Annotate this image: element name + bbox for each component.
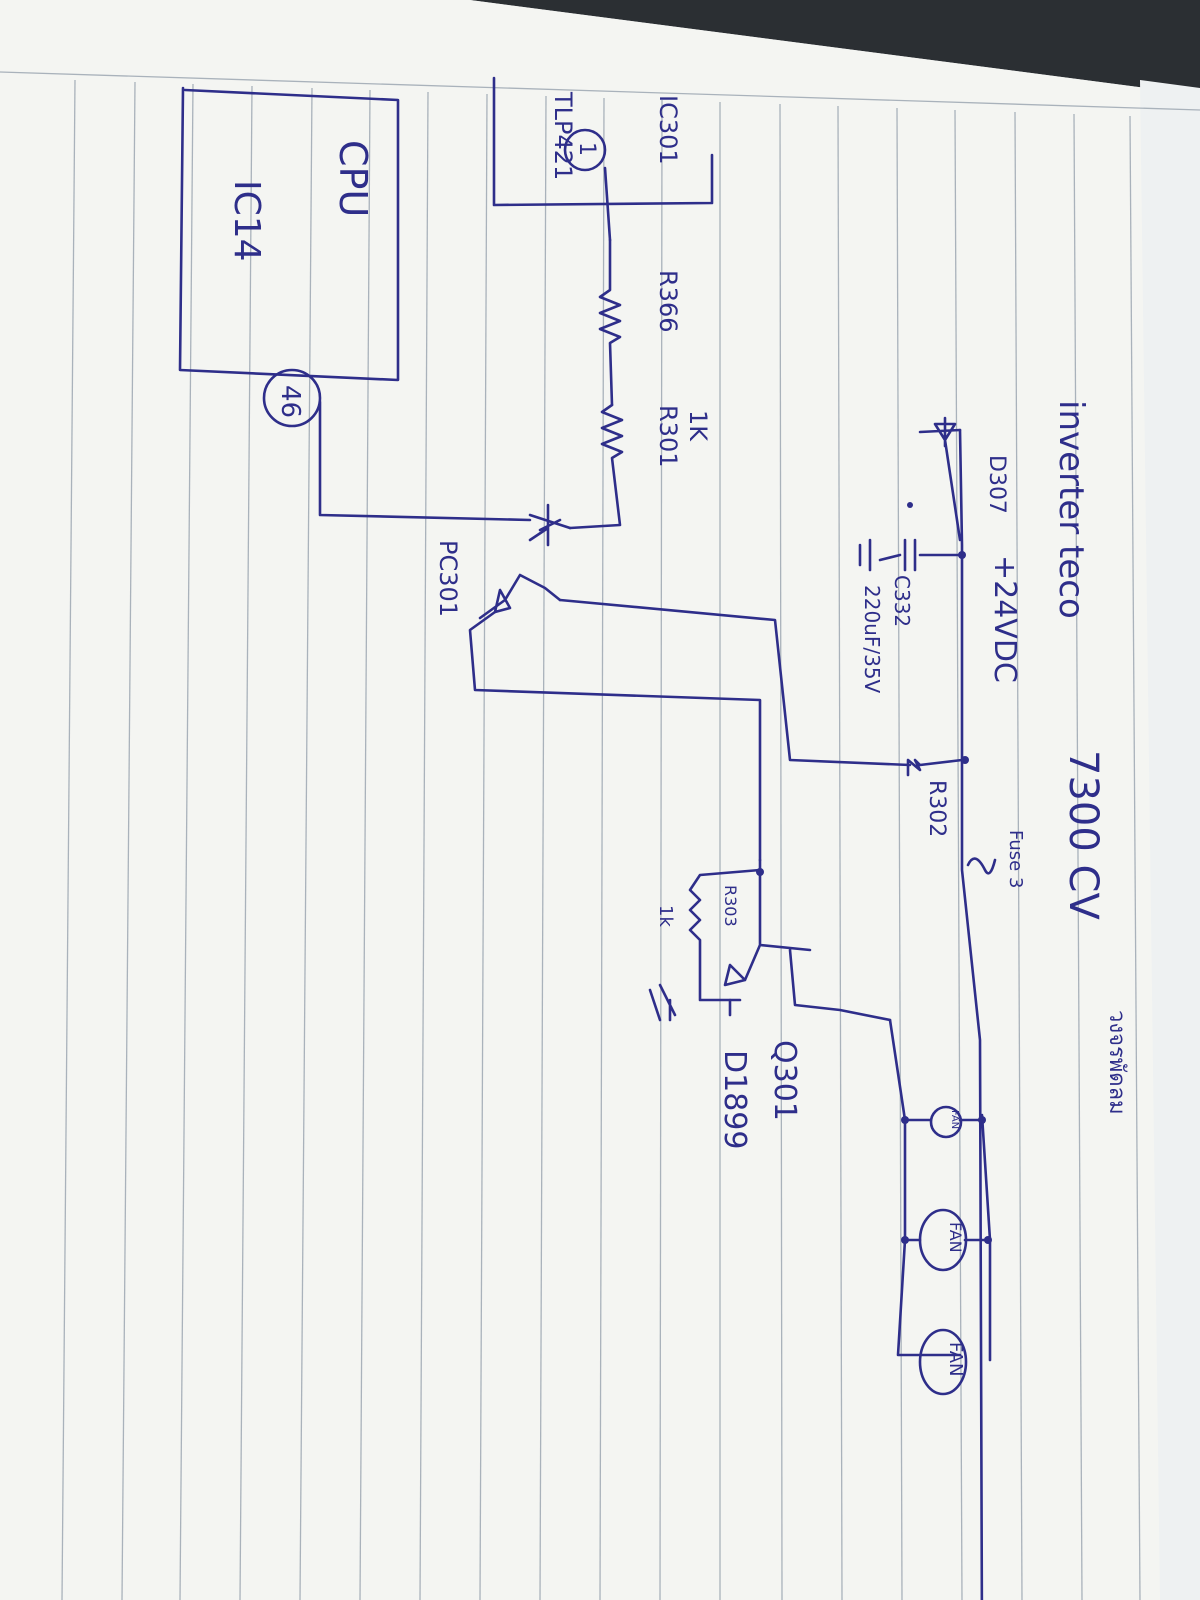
c332-value-label: 220uF/35V xyxy=(860,585,884,694)
c332-capacitor xyxy=(858,538,964,572)
pc301-transistor xyxy=(478,573,562,620)
cpu-pin-46-circle xyxy=(262,368,322,428)
cpu-ic-label: IC14 xyxy=(226,180,267,262)
fan-2-label: FAN xyxy=(946,1222,965,1253)
cpu-pin-label: 46 xyxy=(275,385,305,418)
junction-dots xyxy=(756,502,992,1244)
fan-3-circle xyxy=(918,1328,968,1396)
ic301-label: IC301 xyxy=(654,95,682,165)
fan-2-circle xyxy=(918,1208,968,1272)
q301-label: Q301 xyxy=(767,1040,802,1121)
supply-rail xyxy=(958,428,984,1600)
schematic-wiring xyxy=(178,76,997,1600)
junction-dot xyxy=(907,502,913,508)
cpu-block-outline xyxy=(178,86,400,382)
ic301-pin-label: 1 xyxy=(574,142,599,156)
junction-dot xyxy=(978,1116,986,1124)
ic301-pin-1-circle xyxy=(563,128,607,172)
ruled-lines xyxy=(0,71,1200,1600)
r301-value-label: 1K xyxy=(684,410,712,442)
page-title: inverter teco xyxy=(1051,400,1091,619)
r301-resistor xyxy=(568,403,624,530)
fan-1-circle xyxy=(929,1105,963,1139)
fuse-3 xyxy=(966,857,997,875)
junction-dot xyxy=(961,756,969,764)
thai-note: วงจรพัดลม xyxy=(1104,1010,1129,1115)
supply-label: +24VDC xyxy=(987,555,1022,683)
r302-resistor xyxy=(906,758,964,777)
wire-cpu-to-pc301 xyxy=(318,400,532,522)
page-edge xyxy=(1140,80,1200,1600)
q301-transistor xyxy=(723,858,892,1022)
junction-dot xyxy=(901,1236,909,1244)
junction-dot xyxy=(901,1116,909,1124)
wire-ic301-to-r366 xyxy=(603,166,612,242)
junction-dot xyxy=(756,868,764,876)
handwritten-labels: inverter teco 7300 CV วงจรพัดลม CPU IC14… xyxy=(226,91,1129,1376)
tlp421-label: TLP421 xyxy=(549,91,577,180)
r366-label: R366 xyxy=(654,270,682,332)
r302-label: R302 xyxy=(924,780,949,837)
fan-1-label: FAN xyxy=(949,1110,960,1129)
r303-resistor xyxy=(688,868,762,1002)
fan-3-label: FAN xyxy=(945,1342,966,1376)
c332-label: C332 xyxy=(890,575,914,627)
r366-resistor xyxy=(598,238,622,407)
junction-dot xyxy=(958,551,966,559)
ic301-block-outline xyxy=(492,76,714,207)
d307-label: D307 xyxy=(984,455,1009,514)
r303-value-label: 1k xyxy=(655,905,676,927)
ground-symbol xyxy=(648,983,677,1022)
cpu-label: CPU xyxy=(331,140,375,217)
fuse-label: Fuse 3 xyxy=(1005,830,1026,888)
wire-pc301-collector xyxy=(558,598,912,767)
junction-dot xyxy=(984,1236,992,1244)
model-label: 7300 CV xyxy=(1060,750,1106,920)
r303-label: R303 xyxy=(721,885,740,927)
r301-label: R301 xyxy=(654,405,682,467)
q301-part-label: D1899 xyxy=(717,1050,752,1149)
wire-pc301-emitter xyxy=(468,610,762,862)
pc301-led xyxy=(528,503,572,547)
d307-diode xyxy=(918,416,962,542)
pc301-label: PC301 xyxy=(434,540,462,617)
